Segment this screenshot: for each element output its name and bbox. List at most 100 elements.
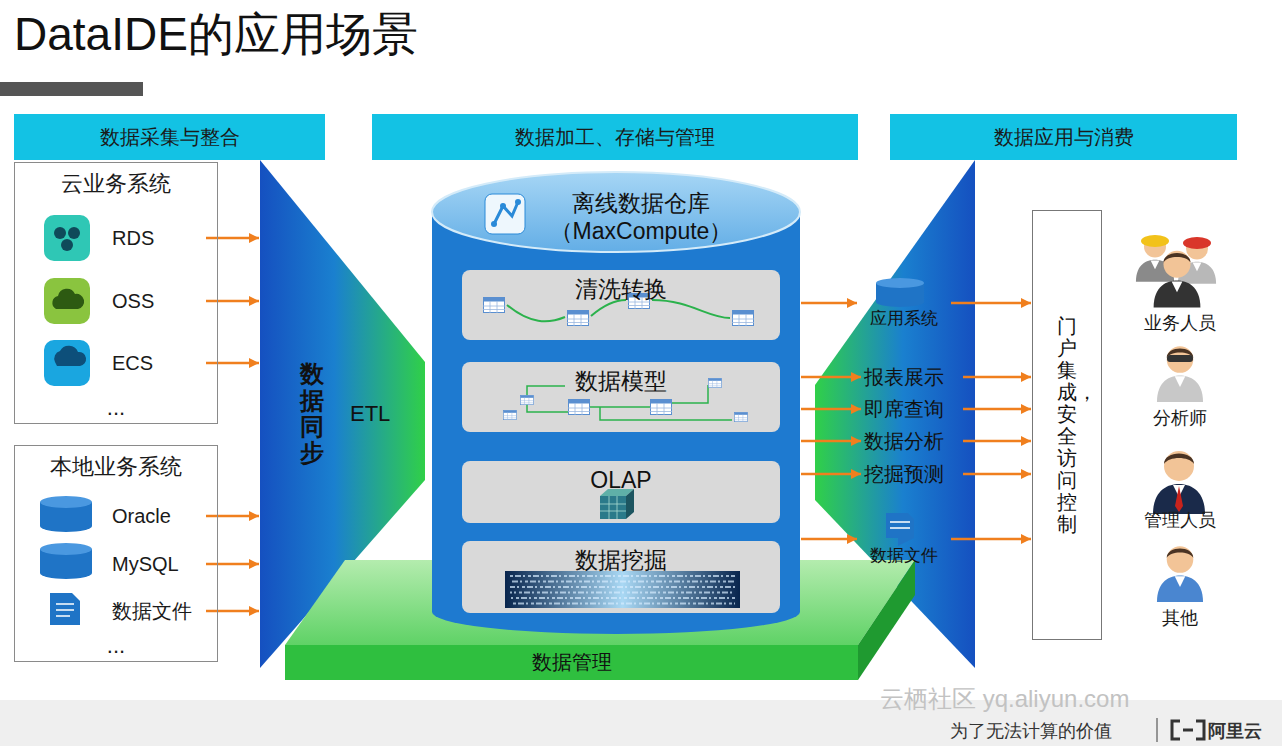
header-band: 数据采集与整合 (14, 114, 325, 160)
cleanse-illustration-part (567, 311, 589, 327)
node-label: RDS (112, 227, 154, 250)
warehouse-cylinder-part (432, 172, 800, 252)
user-figure: 分析师 (1128, 340, 1232, 430)
warehouse-cylinder-part (485, 194, 525, 234)
output-item: 挖掘预测 (862, 460, 962, 488)
node-label: 门户集成，安全访问控制 (1057, 315, 1077, 535)
node-label: ETL (350, 401, 390, 427)
model-illustration-part (568, 400, 590, 416)
node-label: Oracle (112, 505, 171, 528)
source-icons-part (52, 289, 84, 309)
brand-name: 阿里云 (1208, 719, 1262, 743)
flow-arrow (801, 538, 857, 541)
node-label: 报表展示 (864, 364, 944, 391)
node-label: 管理人员 (1144, 508, 1216, 532)
diagram-title: DataIDE的应用场景 (14, 4, 418, 66)
process-panels-part (462, 270, 780, 340)
node-label: MySQL (112, 553, 179, 576)
footer-part (1156, 718, 1158, 742)
process-panels-part (462, 461, 780, 523)
node-label: ... (107, 395, 125, 421)
node-label: 分析师 (1153, 406, 1207, 430)
header-band: 数据加工、存储与管理 (372, 114, 858, 160)
flow-arrow (801, 473, 861, 476)
node-label: 数据加工、存储与管理 (515, 124, 715, 151)
process-box: 数据挖掘 (462, 541, 780, 613)
warehouse-cylinder: 离线数据仓库 （MaxCompute）清洗转换数据模型OLAP数据挖掘 (432, 176, 800, 620)
flow-arrow (801, 376, 861, 379)
flow-arrow (206, 237, 259, 240)
node-label: 挖掘预测 (864, 461, 944, 488)
source-item: MySQL (40, 543, 205, 585)
user-figures-part (1153, 451, 1205, 514)
flow-arrow (801, 440, 861, 443)
node-label: 数据分析 (864, 428, 944, 455)
olap-cube-part (600, 496, 626, 519)
flow-arrow (206, 610, 259, 613)
flow-arrow (801, 408, 861, 411)
olap-cube (600, 489, 634, 519)
process-panels (462, 270, 780, 613)
node-label: 数据模型 (506, 368, 736, 396)
source-icons-part (50, 593, 80, 625)
process-box: 清洗转换 (462, 270, 780, 340)
source-icons-part (44, 215, 90, 261)
model-illustration-part (650, 400, 672, 416)
sync-band: 数据同步 ETL (260, 160, 425, 668)
flow-arrow (951, 302, 1031, 305)
output-item: 报表展示 (862, 363, 962, 391)
flow-arrow (963, 473, 1031, 476)
title-bar (0, 82, 143, 96)
mining-image-part (505, 571, 740, 608)
node-label: 其他 (1162, 606, 1198, 630)
cleanse-illustration-part (732, 311, 754, 327)
source-icons-part (54, 227, 66, 239)
cleanse-illustration-part (507, 300, 730, 321)
source-item: Oracle (40, 495, 205, 537)
mining-image-part-part (510, 575, 735, 577)
source-item: RDS (40, 212, 205, 264)
flow-arrow (206, 300, 259, 303)
flow-arrow (963, 408, 1031, 411)
source-icons-part (68, 227, 80, 239)
mining-image-part (510, 576, 735, 604)
process-panels-part (462, 362, 780, 432)
node-label: 数据管理 (532, 649, 612, 676)
output-icons-part (890, 522, 910, 528)
mining-image-part-part (510, 592, 735, 594)
mining-image-part-part (510, 581, 735, 583)
user-figures-part (1157, 346, 1203, 402)
node-label: ... (107, 633, 125, 659)
warehouse-cylinder-part (432, 212, 800, 634)
user-figures-part (1175, 486, 1183, 512)
model-illustration-part (503, 410, 517, 420)
flow-arrow (963, 440, 1031, 443)
node-label: 清洗转换 (506, 276, 736, 304)
icon-item: 应用系统 (858, 275, 950, 331)
node-label: 数据挖掘 (506, 547, 736, 575)
flow-arrow (801, 302, 857, 305)
warehouse-cylinder-part (494, 202, 518, 224)
model-illustration-part (520, 395, 534, 405)
slogan-text: 为了无法计算的价值 (950, 719, 1112, 743)
node-label: 数据同步 (300, 361, 324, 467)
node-label: 即席查询 (864, 396, 944, 423)
portal-box: 门户集成，安全访问控制 (1032, 210, 1102, 640)
flow-arrow (963, 376, 1031, 379)
flow-arrow (206, 362, 259, 365)
platform-slab: 数据管理 (285, 645, 858, 680)
icon-item: 数据文件 (858, 510, 950, 568)
warehouse-cylinder-part (515, 199, 521, 205)
flow-arrow (206, 563, 259, 566)
process-box: 数据模型 (462, 362, 780, 432)
source-icons-part (44, 278, 90, 324)
management-platform-part (285, 645, 858, 680)
node-label: 离线数据仓库 （MaxCompute） (526, 190, 756, 245)
warehouse-cylinder-part (500, 203, 506, 209)
node-label: 数据应用与消费 (994, 124, 1134, 151)
node-label: ECS (112, 352, 153, 375)
node-label: 数据采集与整合 (100, 124, 240, 151)
source-icons-part (61, 239, 73, 251)
flow-arrow (951, 538, 1031, 541)
